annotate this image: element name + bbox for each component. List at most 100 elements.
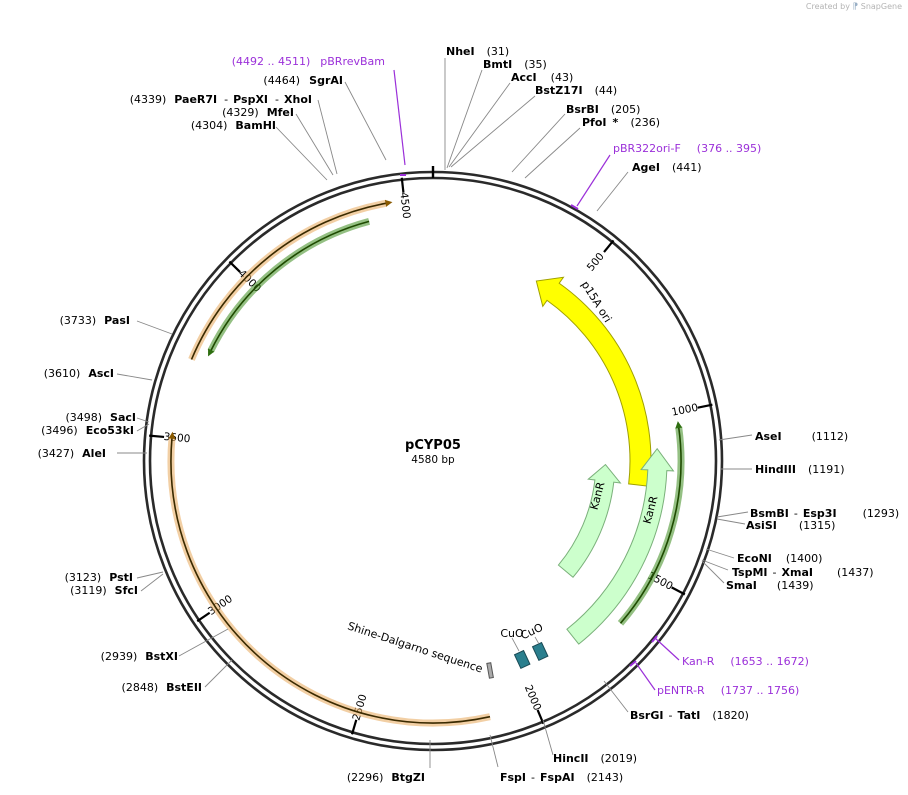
enzyme-name: AgeI [632, 161, 660, 174]
leader-line [654, 637, 680, 661]
plasmid-length: 4580 bp [411, 454, 455, 466]
snapgene-watermark: Created by ⁋ SnapGene [806, 2, 902, 12]
enzyme-position: (1820) [712, 709, 749, 722]
shine-dalgarno-label: Shine-Dalgarno sequence [346, 620, 485, 676]
kanr-inner-feature [557, 463, 622, 578]
enzyme-position: (3610) [44, 367, 81, 380]
enzyme-separator: - [275, 93, 279, 106]
watermark-created-by: Created by [805, 2, 850, 11]
enzyme-name: HindIII [755, 463, 796, 476]
leader-line [204, 659, 233, 688]
p15a-ori-feature [535, 276, 652, 487]
enzyme-position: (2939) [101, 650, 138, 663]
enzyme-separator: - [531, 771, 535, 784]
enzyme-position: (236) [631, 116, 661, 129]
leader-line [524, 127, 581, 179]
enzyme-position: (31) [487, 45, 510, 58]
enzyme-name: PfoI [582, 116, 607, 129]
enzyme-name: AseI [755, 430, 782, 443]
enzyme-position: (2019) [601, 752, 638, 765]
enzyme-position: (4464) [263, 74, 300, 87]
leader-line [136, 423, 150, 432]
enzyme-name: SgrAI [309, 74, 343, 87]
enzyme-position: (3496) [41, 424, 78, 437]
enzyme-name: BstEII [166, 681, 202, 694]
leader-line [136, 320, 173, 335]
enzyme-name: BsrBI [566, 103, 599, 116]
enzyme-position: (1293) [863, 507, 900, 520]
enzyme-name: AccI [511, 71, 537, 84]
enzyme-name: PasI [104, 314, 130, 327]
enzyme-position: (1400) [786, 552, 823, 565]
enzyme-name: MfeI [267, 106, 294, 119]
orange-orf-lower [170, 437, 491, 724]
primer-name: Kan-R [682, 655, 715, 668]
enzyme-position: (1112) [812, 430, 849, 443]
enzyme-name: HincII [553, 752, 589, 765]
enzyme-name: PstI [109, 571, 133, 584]
tick-label: 2000 [522, 683, 543, 712]
leader-line [576, 154, 611, 207]
enzyme-position: (205) [611, 103, 641, 116]
watermark-brand: SnapGene [860, 2, 902, 11]
enzyme-name: Esp3I [803, 507, 837, 520]
enzyme-name: EcoNI [737, 552, 772, 565]
tick-mark [697, 403, 713, 409]
leader-line [596, 171, 629, 212]
shine-dalgarno-feature [486, 662, 494, 679]
leader-line [317, 99, 338, 175]
leader-line [603, 680, 629, 713]
leader-line [275, 126, 328, 181]
enzyme-position: (1315) [799, 519, 836, 532]
leader-line [705, 548, 735, 559]
leader-line [701, 559, 729, 571]
leader-line [450, 95, 536, 168]
enzyme-position: (2296) [347, 771, 384, 784]
tick-label: 4500 [397, 192, 412, 220]
leader-line [344, 81, 387, 161]
enzyme-position: (44) [595, 84, 618, 97]
green-orf-right [619, 426, 682, 624]
enzyme-position: (43) [551, 71, 574, 84]
primer-site [651, 635, 658, 643]
labels: NheI(31)BmtI(35)AccI(43)BstZ17I(44)BsrBI… [38, 45, 900, 784]
leader-line [718, 434, 753, 441]
leader-line [635, 662, 656, 691]
leader-line [716, 511, 749, 518]
enzyme-name: FspI [500, 771, 526, 784]
green-orf-left-arrowhead [208, 348, 215, 357]
orange-orf-upper [190, 202, 387, 360]
enzyme-position: (3119) [70, 584, 107, 597]
leader-line [178, 628, 229, 657]
leader-line [716, 518, 746, 525]
enzyme-position: (1437) [837, 566, 874, 579]
kanr-outer-feature [566, 447, 675, 645]
enzyme-separator: - [794, 507, 798, 520]
enzyme-position: (3733) [60, 314, 97, 327]
tick-mark [536, 709, 545, 725]
enzyme-name: TatI [677, 709, 700, 722]
enzyme-position: (2143) [587, 771, 624, 784]
cuo-leader [511, 637, 520, 652]
primer-site [629, 660, 637, 667]
primer-range: (1737 .. 1756) [721, 684, 800, 697]
enzyme-name: XmaI [782, 566, 813, 579]
primer-range: (1653 .. 1672) [730, 655, 809, 668]
enzyme-position: (35) [524, 58, 547, 71]
cuo-label-1: CuO [500, 627, 524, 640]
primer-name: pBR322ori-F [613, 142, 681, 155]
leader-line [446, 69, 483, 169]
enzyme-position: (3498) [65, 411, 102, 424]
enzyme-separator: - [224, 93, 228, 106]
enzyme-position: (4339) [130, 93, 167, 106]
plasmid-name: pCYP05 [405, 438, 461, 453]
leader-line [140, 573, 164, 592]
primer-name: pENTR-R [657, 684, 705, 697]
label-leader-lines [116, 58, 753, 768]
green-orf-left [209, 220, 370, 352]
enzyme-name: BtgZI [391, 771, 425, 784]
tick-mark [228, 260, 241, 273]
enzyme-position: (3427) [38, 447, 75, 460]
enzyme-name: SmaI [726, 579, 757, 592]
